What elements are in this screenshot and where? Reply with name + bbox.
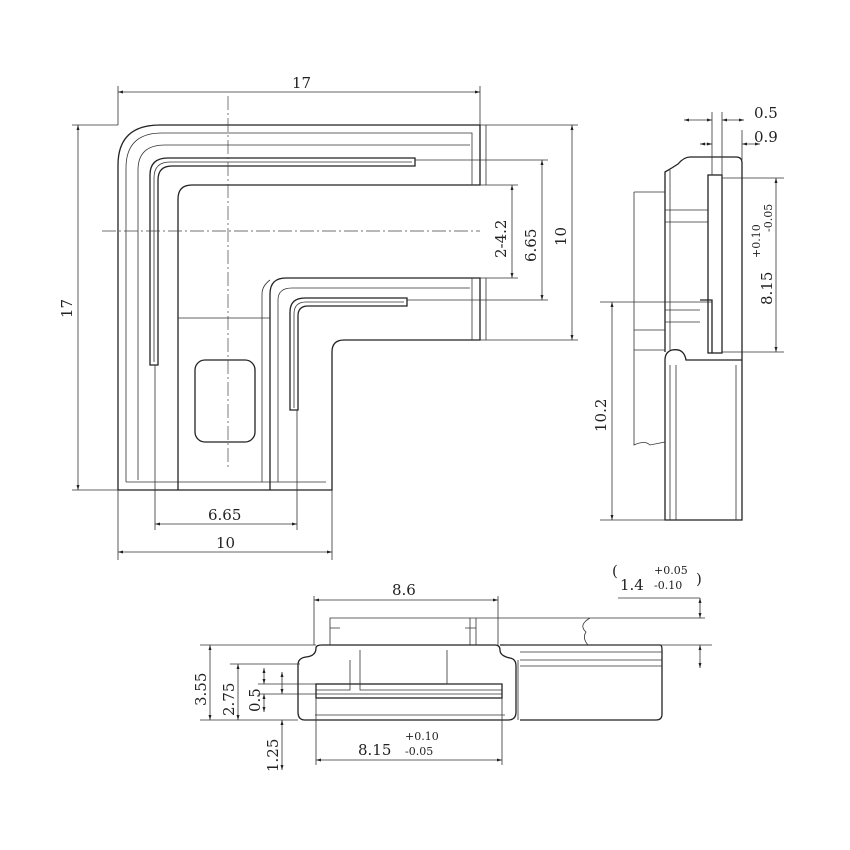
front-slot (315, 683, 503, 699)
dim-slot: 0.5 (246, 688, 264, 712)
slot-large (149, 157, 416, 366)
dim-arm-width: 10 (216, 534, 235, 552)
side-slot (707, 174, 723, 354)
dim-front-slot-length: 8.15 (358, 741, 391, 759)
dim-step-open: ( (612, 562, 618, 580)
dim-arm-offset-h: 6.65 (208, 506, 241, 524)
dim-wall-outer: 0.9 (754, 128, 778, 146)
dim-slot-tol-plus: +0.10 (750, 224, 763, 258)
side-outline (664, 156, 743, 521)
slot-small (289, 297, 408, 411)
dim-arm-height: 10 (552, 227, 570, 246)
side-view: 0.5 0.9 8.15 +0.10 -0.05 10.2 (592, 104, 784, 521)
dim-base: 1.25 (264, 739, 282, 772)
outer-outline (117, 124, 481, 491)
inner-contour (125, 125, 487, 483)
dim-slot-spacing: 2-4.2 (492, 220, 510, 258)
dim-side-height: 10.2 (592, 399, 610, 432)
dim-step: 1.4 (620, 576, 644, 594)
dim-top-width: 17 (292, 74, 311, 92)
dim-slot-length: 8.15 (758, 272, 776, 305)
front-view: 8.6 ( 1.4 +0.05 -0.10 ) 3.55 2.75 0.5 1.… (192, 562, 712, 772)
dim-inner-height: 2.75 (220, 683, 238, 716)
dim-slot-tol-minus: -0.05 (762, 204, 775, 232)
dim-step-tol-minus: -0.10 (654, 579, 682, 592)
dim-front-slot-tol-plus: +0.10 (405, 730, 439, 743)
dim-front-width: 8.6 (392, 581, 416, 599)
front-outline (297, 644, 663, 721)
dim-wall: 0.5 (754, 104, 778, 122)
dim-total-height: 3.55 (192, 673, 210, 706)
window-cutout (194, 359, 256, 443)
dim-step-close: ) (696, 570, 702, 588)
dim-front-slot-tol-minus: -0.05 (405, 745, 433, 758)
dim-arm-offset-v: 6.65 (522, 229, 540, 262)
top-view: 17 17 2-4.2 6.65 10 6.65 10 (58, 74, 578, 560)
dim-step-tol-plus: +0.05 (654, 564, 688, 577)
dim-left-height: 17 (58, 299, 76, 318)
